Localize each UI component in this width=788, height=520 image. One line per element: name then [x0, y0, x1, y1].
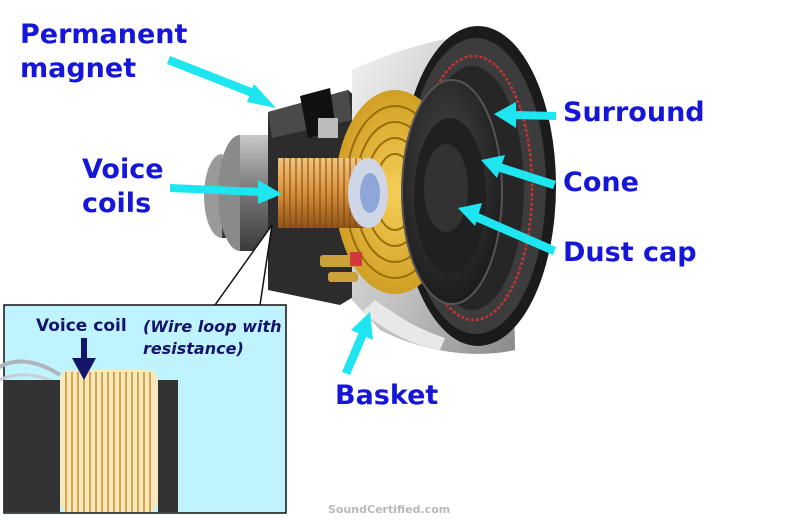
arrow-dust-cap-icon	[458, 203, 556, 255]
speaker-illustration	[204, 26, 556, 354]
arrow-surround-icon	[494, 102, 556, 128]
inset-arrow-icon	[72, 338, 96, 380]
label-cone: Cone	[563, 167, 639, 198]
label-basket: Basket	[335, 380, 439, 411]
arrow-cone-icon	[481, 155, 556, 189]
watermark: SoundCertified.com	[328, 503, 451, 516]
terminals	[320, 252, 362, 282]
pointer-arrows	[167, 56, 556, 375]
label-voice-coils-line2: coils	[82, 188, 152, 219]
label-permanent-magnet-line1: Permanent	[20, 19, 188, 50]
dust-cap	[414, 118, 486, 274]
arrow-voice-coils-icon	[170, 180, 282, 204]
inset-panel	[0, 224, 287, 514]
voice-coil	[278, 158, 388, 228]
inset-title: Voice coil	[36, 316, 127, 336]
label-permanent-magnet-line2: magnet	[20, 53, 137, 84]
label-dust-cap: Dust cap	[563, 237, 697, 268]
inset-note-line2: resistance)	[143, 339, 244, 358]
inset-note-line1: (Wire loop with	[143, 317, 282, 336]
label-surround: Surround	[563, 97, 705, 128]
arrow-basket-icon	[342, 312, 373, 375]
arrow-permanent-magnet-icon	[167, 56, 276, 108]
label-voice-coils-line1: Voice	[82, 154, 164, 185]
